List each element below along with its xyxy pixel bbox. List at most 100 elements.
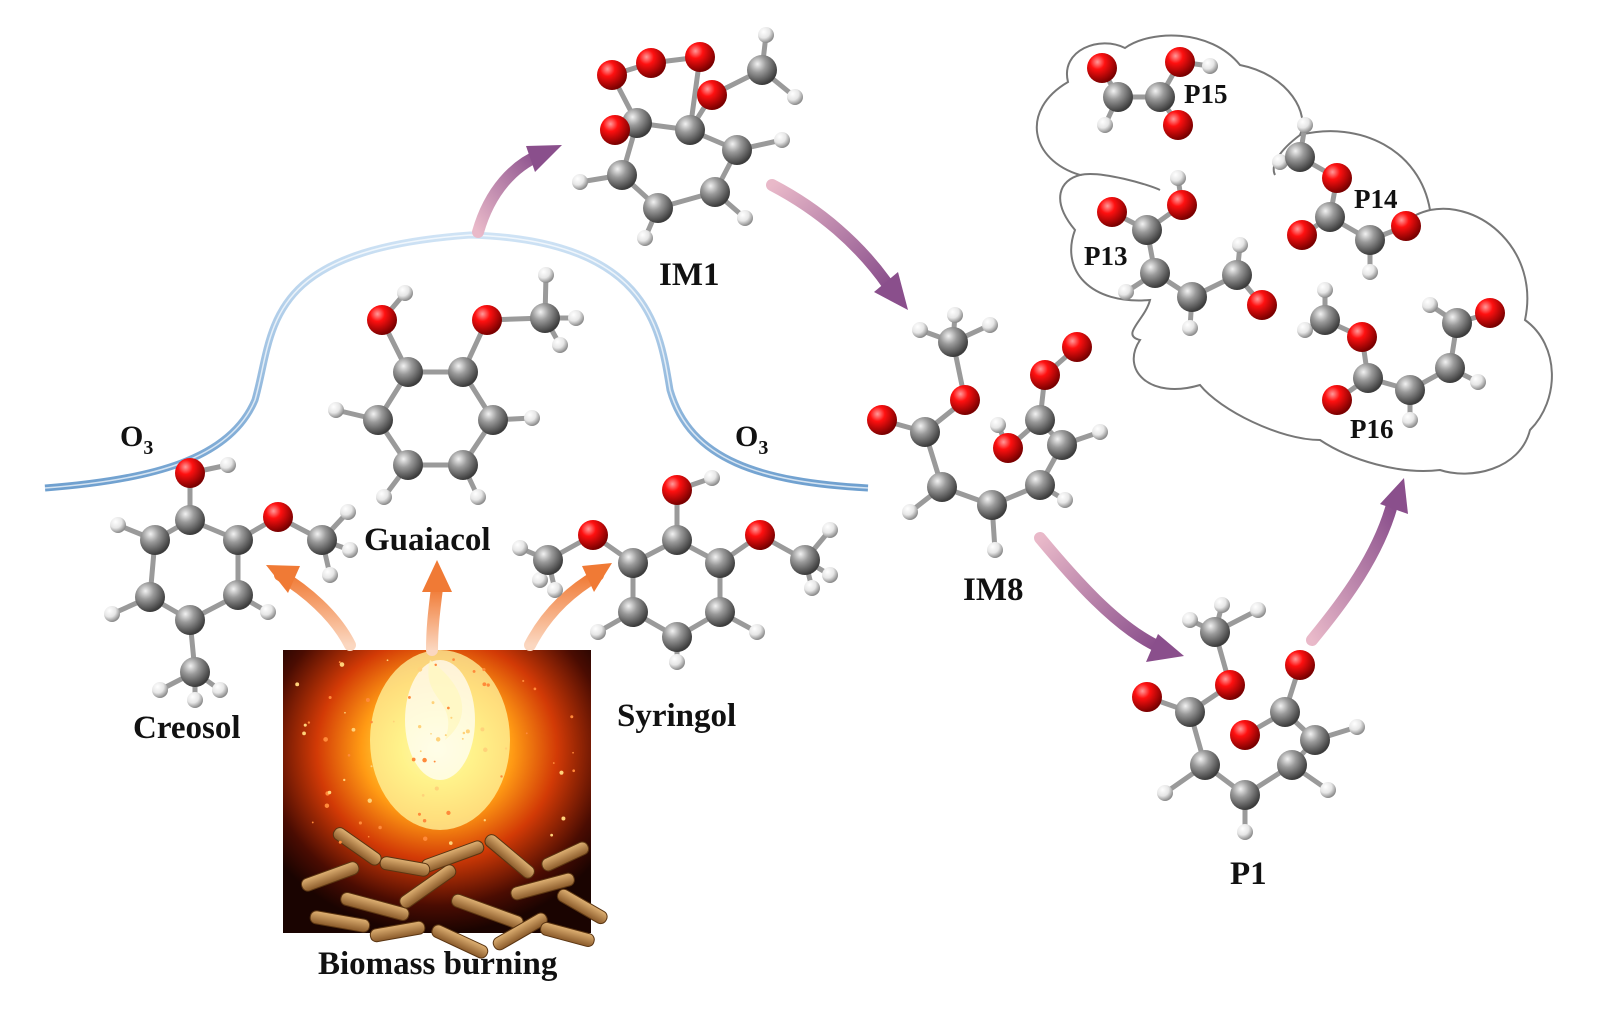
carbon-atom xyxy=(1442,308,1472,338)
hydrogen-atom xyxy=(104,606,120,622)
hydrogen-atom xyxy=(704,470,720,486)
carbon-atom xyxy=(618,548,648,578)
carbon-atom xyxy=(1145,82,1175,112)
spark xyxy=(370,765,373,768)
spark xyxy=(525,732,528,735)
syringol-label: Syringol xyxy=(617,698,736,734)
spark xyxy=(559,770,564,775)
hydrogen-atom xyxy=(749,624,765,640)
carbon-atom xyxy=(223,580,253,610)
carbon-atom xyxy=(790,545,820,575)
oxygen-atom xyxy=(1163,110,1193,140)
carbon-atom xyxy=(675,115,705,145)
oxygen-atom xyxy=(367,305,397,335)
oxygen-atom xyxy=(578,520,608,550)
p13-molecule xyxy=(1097,170,1277,336)
hydrogen-atom xyxy=(1470,374,1486,390)
hydrogen-atom xyxy=(947,307,963,323)
oxygen-atom xyxy=(745,520,775,550)
carbon-atom xyxy=(1047,430,1077,460)
spark xyxy=(347,753,351,757)
oxygen-atom xyxy=(1062,332,1092,362)
spark xyxy=(504,747,508,750)
hydrogen-atom xyxy=(152,682,168,698)
hydrogen-atom xyxy=(1362,264,1378,280)
spark xyxy=(302,731,306,736)
biomass-burning-label: Biomass burning xyxy=(318,946,558,982)
spark xyxy=(452,658,455,661)
spark xyxy=(462,731,466,735)
spark xyxy=(434,663,437,667)
spark xyxy=(295,682,300,687)
carbon-atom xyxy=(1175,697,1205,727)
oxygen-atom xyxy=(1285,650,1315,680)
oxygen-atom xyxy=(1247,290,1277,320)
spark xyxy=(465,729,470,734)
p13-label: P13 xyxy=(1084,241,1128,271)
carbon-atom xyxy=(1270,697,1300,727)
arrow-to-p1 xyxy=(1034,532,1184,662)
hydrogen-atom xyxy=(1250,602,1266,618)
hydrogen-atom xyxy=(260,604,276,620)
oxygen-atom xyxy=(597,60,627,90)
spark xyxy=(351,727,356,732)
hydrogen-atom xyxy=(220,457,236,473)
cloud-outline xyxy=(1035,34,1553,475)
carbon-atom xyxy=(448,450,478,480)
p1-molecule xyxy=(1132,597,1365,840)
wood-pellet xyxy=(556,888,608,925)
guaiacol-label: Guaiacol xyxy=(364,522,491,558)
hydrogen-atom xyxy=(342,542,358,558)
im1-molecule xyxy=(572,27,803,246)
hydrogen-atom xyxy=(187,692,203,708)
im8-label: IM8 xyxy=(963,572,1024,608)
hydrogen-atom xyxy=(1349,719,1365,735)
oxygen-atom xyxy=(472,305,502,335)
spark xyxy=(447,706,450,710)
orange-arrow-to-syringol xyxy=(524,563,612,651)
spark xyxy=(344,711,346,714)
hydrogen-atom xyxy=(1317,282,1333,298)
spark xyxy=(572,751,574,754)
spark xyxy=(550,833,554,837)
oxygen-atom xyxy=(867,405,897,435)
wood-pellet xyxy=(369,920,426,943)
oxygen-atom xyxy=(1215,670,1245,700)
spark xyxy=(572,769,576,773)
carbon-atom xyxy=(662,622,692,652)
hydrogen-atom xyxy=(758,27,774,43)
oxygen-atom xyxy=(1322,385,1352,415)
p1-label: P1 xyxy=(1230,856,1267,892)
spark xyxy=(472,669,476,673)
hydrogen-atom xyxy=(1402,412,1418,428)
spark xyxy=(367,835,370,838)
hydrogen-atom xyxy=(376,489,392,505)
hydrogen-atom xyxy=(987,542,1003,558)
biomass-fire-image xyxy=(283,650,608,959)
p15-label: P15 xyxy=(1184,79,1228,109)
carbon-atom xyxy=(938,327,968,357)
oxygen-atom xyxy=(1322,163,1352,193)
spark xyxy=(370,720,373,724)
hydrogen-atom xyxy=(532,572,548,588)
hydrogen-atom xyxy=(1297,322,1313,338)
spark xyxy=(408,695,411,699)
carbon-atom xyxy=(1025,405,1055,435)
spark xyxy=(483,819,486,822)
hydrogen-atom xyxy=(1182,320,1198,336)
carbon-atom xyxy=(393,357,423,387)
spark xyxy=(419,750,422,753)
arrow-to-im8 xyxy=(766,179,908,310)
im8-molecule xyxy=(867,307,1108,558)
hydrogen-atom xyxy=(737,210,753,226)
carbon-atom xyxy=(223,525,253,555)
carbon-atom xyxy=(175,605,205,635)
im1-label: IM1 xyxy=(659,257,720,293)
spark xyxy=(338,840,342,844)
spark xyxy=(365,697,370,702)
spark xyxy=(338,661,341,664)
ozone-label-left: O3 xyxy=(120,420,153,459)
carbon-atom xyxy=(927,472,957,502)
p15-molecule xyxy=(1087,47,1218,140)
carbon-atom xyxy=(1355,225,1385,255)
